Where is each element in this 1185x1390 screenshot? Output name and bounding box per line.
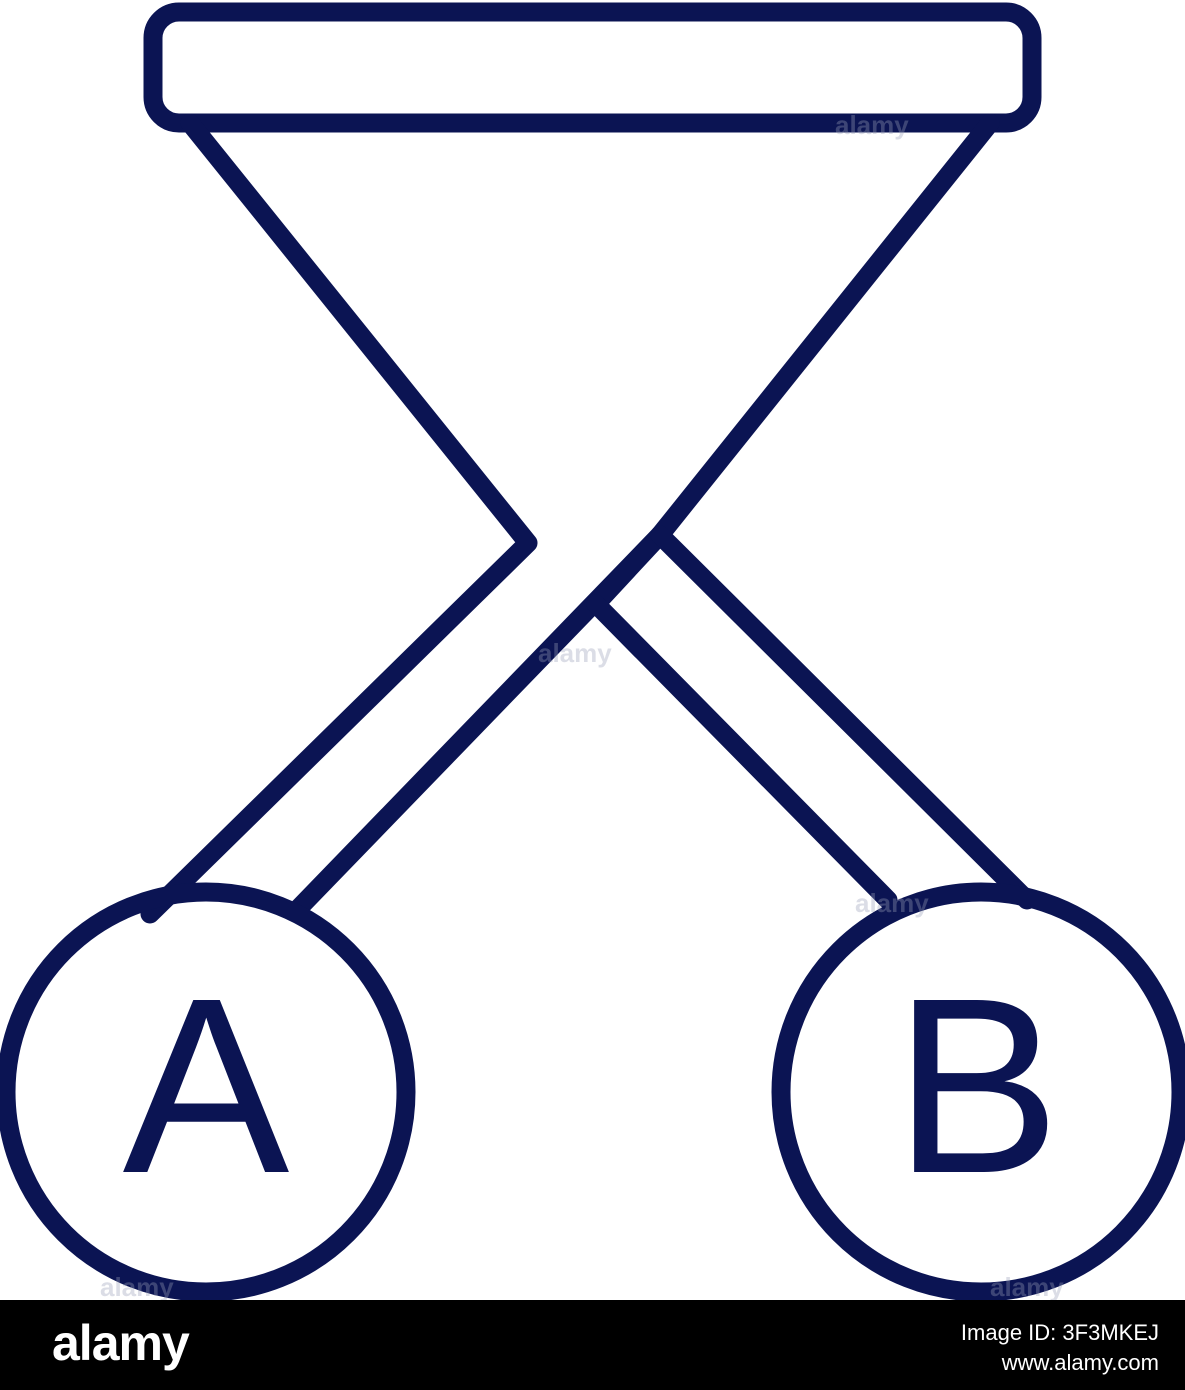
right-wire-inner-shape xyxy=(586,594,898,910)
watermark-text: alamy xyxy=(990,1272,1064,1300)
watermark-group: alamy alamy alamy alamy alamy xyxy=(100,110,1064,1300)
watermark-text: alamy xyxy=(855,888,929,918)
node-a-label: A xyxy=(123,946,290,1225)
node-b-label: B xyxy=(894,946,1061,1225)
footer-info: Image ID: 3F3MKEJ www.alamy.com xyxy=(961,1318,1159,1378)
image-id-text: Image ID: 3F3MKEJ xyxy=(960,1320,1159,1345)
header-bar-shape xyxy=(143,2,1042,133)
node-b-circle xyxy=(771,882,1185,1300)
watermark-text: alamy xyxy=(100,1272,174,1300)
watermark-text: alamy xyxy=(538,638,612,668)
two-wire-connector-icon: A B alamy alamy alamy alamy alamy xyxy=(0,2,1185,1300)
watermark-text: alamy xyxy=(835,110,909,140)
right-wire-outer-shape xyxy=(650,525,1037,910)
footer-bar: alamy Image ID: 3F3MKEJ www.alamy.com xyxy=(0,1300,1185,1390)
alamy-logo: alamy xyxy=(52,1315,190,1371)
site-url-text: www.alamy.com xyxy=(1001,1350,1159,1375)
left-wire-shape xyxy=(140,113,538,924)
node-a-circle xyxy=(0,882,416,1300)
